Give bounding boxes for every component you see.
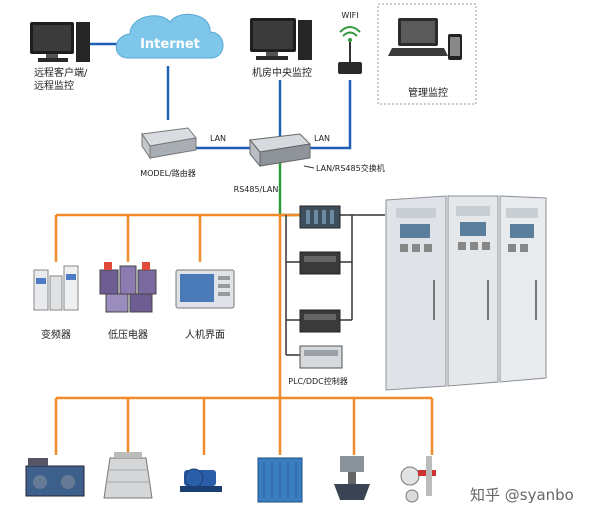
lan-label-right: LAN	[314, 134, 330, 143]
low-voltage-label: 低压电器	[108, 328, 148, 341]
plc-controller-icon	[299, 345, 343, 369]
switch-label: LAN/RS485交换机	[316, 163, 385, 173]
wifi-label: WIFI	[341, 11, 358, 20]
smartphone-icon	[448, 34, 462, 60]
remote-client-pc-icon	[30, 22, 90, 62]
vfd-label: 变频器	[41, 328, 71, 341]
router-label: MODEL/路由器	[140, 168, 196, 178]
lan-rs485-switch-icon	[249, 133, 312, 168]
internet-cloud: Internet	[115, 13, 224, 59]
control-cabinets	[385, 195, 547, 391]
cabinet-1-icon	[385, 195, 447, 391]
remote-client-label-1: 远程客户端/	[34, 66, 88, 79]
hmi-label: 人机界面	[185, 328, 225, 341]
low-voltage-device-icon	[99, 262, 157, 313]
control-room-label: 机房中央监控	[252, 66, 312, 79]
sensor-instruments-icon	[400, 456, 436, 503]
management-group: 管理监控	[377, 3, 477, 105]
watermark-text: 知乎 @syanbo	[470, 486, 574, 504]
plc-module-1-icon	[299, 205, 341, 229]
chiller-icon	[25, 458, 85, 497]
plc-module-2-icon	[299, 251, 341, 275]
wifi-router-icon	[338, 26, 362, 74]
cabinet-2-icon	[447, 195, 499, 387]
network-links	[88, 42, 352, 217]
control-room-pc-icon	[250, 18, 312, 60]
cabinet-3-icon	[499, 195, 547, 383]
model-router-icon	[141, 127, 197, 160]
plc-module-3-icon	[299, 309, 341, 333]
vfd-icon	[33, 265, 79, 311]
transformer-cabinet-icon	[257, 457, 303, 503]
plc-label: PLC/DDC控制器	[288, 376, 347, 386]
remote-client-label-2: 远程监控	[34, 79, 74, 92]
lan-label-left: LAN	[210, 134, 226, 143]
laptop-icon	[388, 18, 448, 56]
bus-label: RS485/LAN	[234, 185, 279, 194]
link-wifi-switch	[306, 80, 352, 150]
plc-links	[285, 214, 385, 356]
management-label: 管理监控	[408, 86, 448, 99]
valve-actuator-icon	[334, 456, 370, 500]
internet-label: Internet	[140, 37, 200, 52]
water-pump-icon	[180, 468, 222, 492]
field-bus	[54, 213, 434, 455]
hmi-panel-icon	[175, 269, 235, 309]
cooling-tower-icon	[103, 452, 153, 499]
